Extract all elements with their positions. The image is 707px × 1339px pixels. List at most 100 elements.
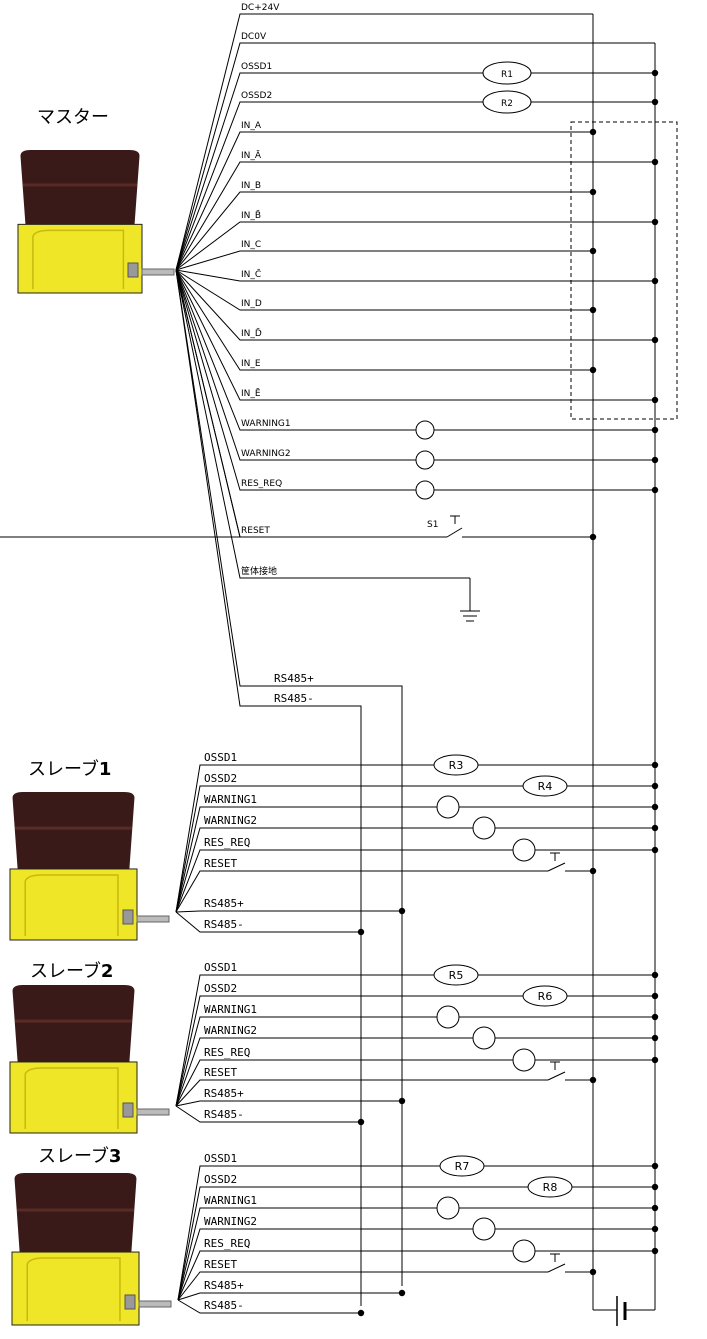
slave1-wire-3 — [175, 827, 655, 913]
master-wire-18 — [175, 269, 280, 579]
junction-dot — [357, 928, 365, 936]
junction-dot — [651, 1034, 659, 1042]
relay-r2-icon-label: R2 — [501, 99, 513, 109]
master-wire-1 — [175, 42, 655, 271]
slave1-signal-label: RESET — [204, 857, 237, 870]
relay-r8-icon-label: R8 — [543, 1181, 558, 1194]
junction-dot — [589, 128, 597, 136]
junction-dot — [398, 1097, 406, 1105]
slave1-title: スレーブ1 — [28, 759, 112, 780]
slave3-signal-label: WARNING1 — [204, 1194, 257, 1207]
slave1-signal-label: RS485- — [204, 918, 244, 931]
slave3-warning1-lamp-icon — [436, 1196, 460, 1220]
slave3-res-req-lamp-icon — [512, 1239, 536, 1263]
scanner-head-icon — [12, 792, 135, 869]
relay-r3-icon-label: R3 — [449, 759, 464, 772]
slave3-signal-label: RS485- — [204, 1299, 244, 1312]
slave3-signal-label: RES_REQ — [204, 1237, 250, 1250]
junction-dot — [357, 1309, 365, 1317]
junction-dot — [651, 486, 659, 494]
scanner-band — [15, 826, 132, 830]
scanner-window-outline — [26, 1257, 121, 1321]
junction-dot — [651, 69, 659, 77]
master-wire-16 — [175, 269, 655, 491]
slave3-wire-0 — [177, 1165, 655, 1301]
master-wire-5 — [175, 161, 655, 271]
junction-dot — [589, 366, 597, 374]
slave2-res-req-lamp-icon — [512, 1048, 536, 1072]
scanner-window-outline — [32, 229, 125, 289]
slave1-signal-label: OSSD1 — [204, 751, 237, 764]
slave1-wire-6 — [175, 910, 402, 913]
slave2-wire-0 — [175, 974, 655, 1107]
master-rs485-plus-wire — [175, 269, 403, 1286]
junction-dot — [651, 426, 659, 434]
slave3-title: スレーブ3 — [38, 1146, 122, 1167]
slave2-reset-wire — [175, 1079, 548, 1107]
junction-dot — [651, 1013, 659, 1021]
slave3-wire-3 — [177, 1228, 655, 1301]
scanner-cable-icon — [136, 915, 170, 923]
slave2-wire-4 — [175, 1059, 655, 1107]
master-signal-label: IN_C — [241, 240, 261, 250]
master-wire-7 — [175, 221, 655, 271]
slave3-wire-6 — [177, 1292, 402, 1301]
junction-dot — [651, 98, 659, 106]
scanner-band — [15, 1019, 132, 1023]
slave1-res-req-lamp-icon — [512, 838, 536, 862]
warning1-lamp-icon — [415, 420, 435, 440]
slave1-switch-icon — [547, 862, 566, 872]
scanner-cable-icon — [141, 268, 175, 276]
slave3-warning2-lamp-icon — [472, 1217, 496, 1241]
scanner-head-icon — [20, 150, 140, 225]
slave1-wire-4 — [175, 849, 655, 913]
slave2-wire-7 — [175, 1105, 361, 1123]
slave2-warning2-lamp-icon — [472, 1026, 496, 1050]
dashed-group-box — [570, 121, 678, 420]
slave3-wire-7 — [177, 1299, 361, 1314]
slave3-scanner — [11, 1173, 172, 1326]
master-signal-label: OSSD1 — [241, 62, 272, 72]
relay-r8-icon — [527, 1176, 573, 1198]
master-wire-12 — [175, 269, 593, 371]
slave1-signal-label: WARNING2 — [204, 814, 257, 827]
relay-r1-icon-label: R1 — [501, 70, 513, 80]
slave1-wire-0 — [175, 764, 655, 913]
master-wire-4 — [175, 131, 593, 271]
slave3-signal-label: WARNING2 — [204, 1215, 257, 1228]
junction-dot — [651, 782, 659, 790]
junction-dot — [651, 824, 659, 832]
junction-dot — [398, 907, 406, 915]
master-signal-label: 筐体接地 — [241, 565, 277, 577]
junction-dot — [651, 396, 659, 404]
scanner-body-icon — [17, 223, 143, 294]
switch-s1-label: S1 — [427, 520, 438, 530]
master-signal-label: DC+24V — [241, 3, 280, 13]
scanner-body-icon — [9, 868, 138, 941]
slave2-wire-2 — [175, 1016, 655, 1107]
slave2-wire-1 — [175, 995, 655, 1107]
junction-dot — [651, 1162, 659, 1170]
relay-r1-icon — [482, 61, 532, 85]
master-rs485-minus-wire — [175, 269, 362, 1306]
scanner-connector-icon — [122, 909, 134, 925]
scanner-cable-icon — [138, 1300, 172, 1308]
scanner-head-icon — [12, 985, 135, 1062]
slave2-signal-label: RESET — [204, 1066, 237, 1079]
master-signal-label: WARNING2 — [241, 449, 291, 459]
slave2-switch-icon — [547, 1071, 566, 1081]
master-signal-label: IN_C̄ — [241, 268, 261, 280]
slave3-reset-wire — [177, 1271, 548, 1301]
junction-dot — [651, 803, 659, 811]
rs485-minus-label: RS485- — [274, 692, 314, 705]
master-signal-label: IN_Ē — [241, 388, 261, 399]
master-wire-14 — [175, 269, 655, 431]
junction-dot — [651, 1247, 659, 1255]
junction-dot — [357, 1118, 365, 1126]
junction-dot — [589, 1268, 597, 1276]
master-title: マスター — [37, 107, 109, 128]
master-signal-label: IN_E — [241, 359, 261, 369]
rs485-plus-label: RS485+ — [274, 672, 314, 685]
slave2-signal-label: OSSD2 — [204, 982, 237, 995]
